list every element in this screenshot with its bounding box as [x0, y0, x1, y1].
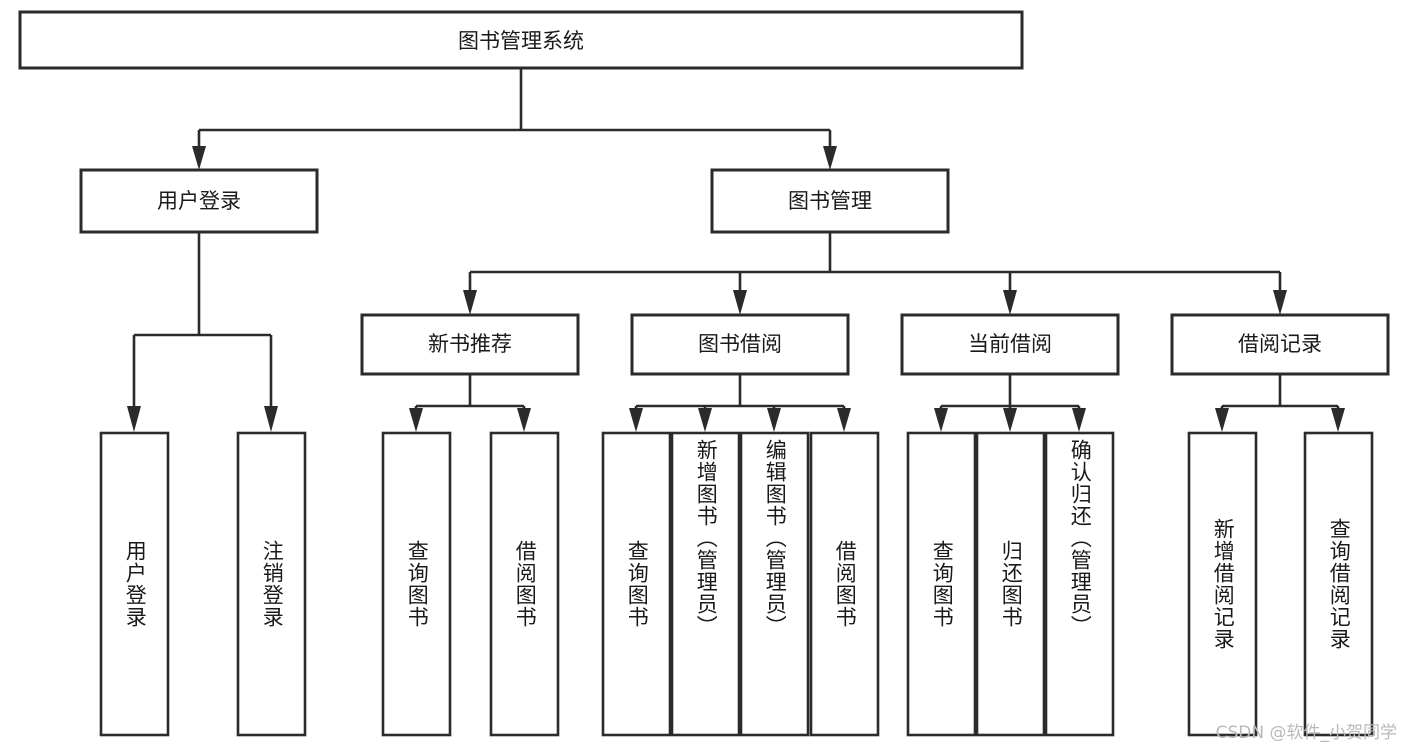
arrow-head-icon	[1273, 290, 1287, 315]
arrow-head-icon	[823, 146, 837, 170]
leaf-box-record-query[interactable]	[1303, 431, 1374, 737]
node-new-book-rec-label: 新书推荐	[428, 332, 512, 356]
arrow-head-icon	[1003, 408, 1017, 432]
connector-user-login-to-leaves	[127, 232, 278, 432]
leaf-box-borrow-edit[interactable]	[739, 431, 810, 737]
leaf-box-cur-return[interactable]	[975, 431, 1046, 737]
arrow-head-icon	[837, 408, 851, 432]
node-borrow-record[interactable]: 借阅记录	[1170, 313, 1390, 376]
leaf-box-cur-query[interactable]	[906, 431, 977, 737]
arrow-head-icon	[192, 146, 206, 170]
arrow-head-icon	[463, 290, 477, 315]
node-book-manage-label: 图书管理	[788, 189, 872, 213]
leaf-box-logout[interactable]	[236, 431, 307, 737]
node-book-borrow[interactable]: 图书借阅	[630, 313, 850, 376]
node-user-login-label: 用户登录	[157, 189, 241, 213]
node-root-box	[18, 10, 1024, 70]
arrow-head-icon	[517, 408, 531, 432]
csdn-watermark: CSDN @软件_小贺同学	[1215, 723, 1397, 743]
node-new-book-rec-box	[360, 313, 580, 376]
leaf-box-record-add[interactable]	[1187, 431, 1258, 737]
connector-book-borrow-to-leaves	[629, 374, 851, 432]
connector-root-to-level1	[192, 68, 837, 170]
leaf-box-borrow-query[interactable]	[601, 431, 672, 737]
node-book-manage[interactable]: 图书管理	[710, 168, 950, 234]
connector-borrow-record-to-leaves	[1215, 374, 1345, 432]
arrow-head-icon	[1215, 408, 1229, 432]
arrow-head-icon	[1331, 408, 1345, 432]
node-user-login-box	[79, 168, 319, 234]
arrow-head-icon	[409, 408, 423, 432]
arrow-head-icon	[934, 408, 948, 432]
leaf-box-borrow-add[interactable]	[670, 431, 741, 737]
node-current-borrow-label: 当前借阅	[968, 332, 1052, 356]
node-root[interactable]: 图书管理系统	[18, 10, 1024, 70]
node-new-book-rec[interactable]: 新书推荐	[360, 313, 580, 376]
connector-new-book-rec-to-leaves	[409, 374, 531, 432]
node-user-login[interactable]: 用户登录	[79, 168, 319, 234]
node-root-label: 图书管理系统	[458, 29, 584, 53]
arrow-head-icon	[733, 290, 747, 315]
leaf-box-user-login[interactable]	[99, 431, 170, 737]
leaf-box-rec-borrow[interactable]	[489, 431, 560, 737]
arrow-head-icon	[629, 408, 643, 432]
node-borrow-record-label: 借阅记录	[1238, 332, 1322, 356]
node-current-borrow[interactable]: 当前借阅	[900, 313, 1120, 376]
connector-book-manage-to-level2	[463, 232, 1287, 315]
arrow-head-icon	[767, 408, 781, 432]
arrow-head-icon	[1003, 290, 1017, 315]
node-current-borrow-box	[900, 313, 1120, 376]
leaf-box-cur-confirm[interactable]	[1044, 431, 1115, 737]
arrow-head-icon	[1072, 408, 1086, 432]
arrow-head-icon	[698, 408, 712, 432]
connector-current-borrow-to-leaves	[934, 374, 1086, 432]
arrow-head-icon	[264, 406, 278, 432]
leaf-box-rec-query[interactable]	[381, 431, 452, 737]
node-book-borrow-label: 图书借阅	[698, 332, 782, 356]
leaf-box-borrow-do[interactable]	[809, 431, 880, 737]
arrow-head-icon	[127, 406, 141, 432]
